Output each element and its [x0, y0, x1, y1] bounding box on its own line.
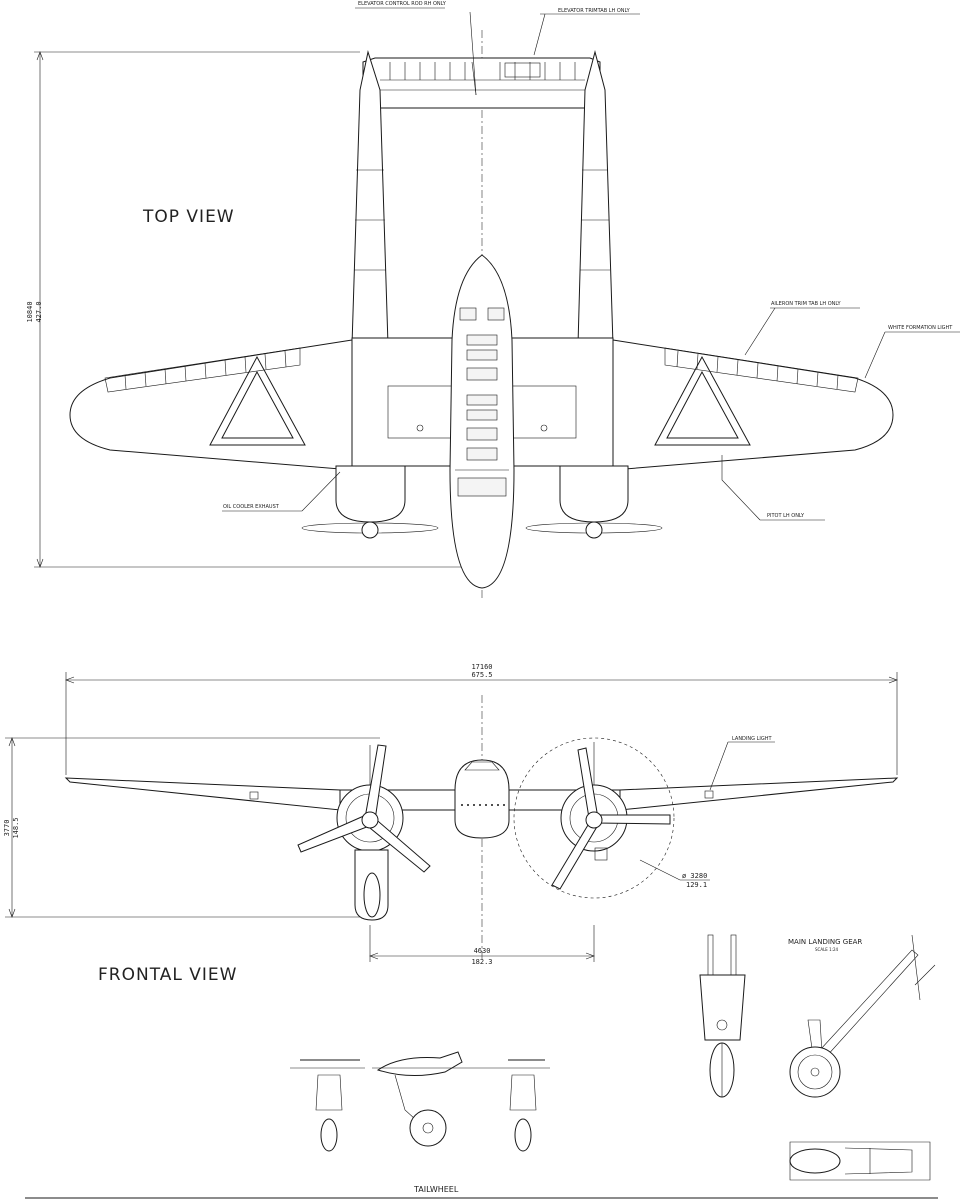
length-mm: 10840	[26, 301, 34, 322]
main-gear-title: MAIN LANDING GEAR	[788, 938, 862, 946]
height-mm: 3770	[3, 820, 11, 837]
pitot-label: PITOT LH ONLY	[767, 513, 805, 519]
top-view: 10840 427.0	[26, 7, 960, 600]
height-in: 148.5	[12, 817, 20, 838]
track-mm: 4630	[474, 947, 491, 955]
main-landing-gear	[699, 934, 936, 1181]
elevator-control-rod-label: ELEVATOR CONTROL ROD RH ONLY	[358, 1, 447, 7]
track-in: 182.3	[471, 958, 492, 966]
prop-diameter-in: 129.1	[686, 881, 707, 889]
frontal-view: 17160 675.5 3770 148.5	[3, 663, 899, 966]
white-formation-light-label: WHITE FORMATION LIGHT	[888, 325, 953, 331]
top-view-title: TOP VIEW	[142, 207, 235, 227]
tailwheel-title: TAILWHEEL	[413, 1185, 459, 1194]
aileron-trim-tab-label: AILERON TRIM TAB LH ONLY	[771, 301, 842, 307]
span-mm: 17160	[471, 663, 492, 671]
prop-diameter-mm: ø 3280	[682, 872, 707, 880]
main-gear-scale: SCALE 1:24	[815, 947, 839, 952]
oil-cooler-exhaust-label: OIL COOLER EXHAUST	[223, 504, 280, 510]
elevator-trimtab-label: ELEVATOR TRIMTAB LH ONLY	[558, 8, 631, 14]
tailwheel-view	[290, 1051, 550, 1152]
length-in: 427.0	[35, 301, 43, 322]
frontal-view-title: FRONTAL VIEW	[98, 965, 237, 985]
span-in: 675.5	[471, 671, 492, 679]
landing-light-label: LANDING LIGHT	[732, 736, 772, 742]
